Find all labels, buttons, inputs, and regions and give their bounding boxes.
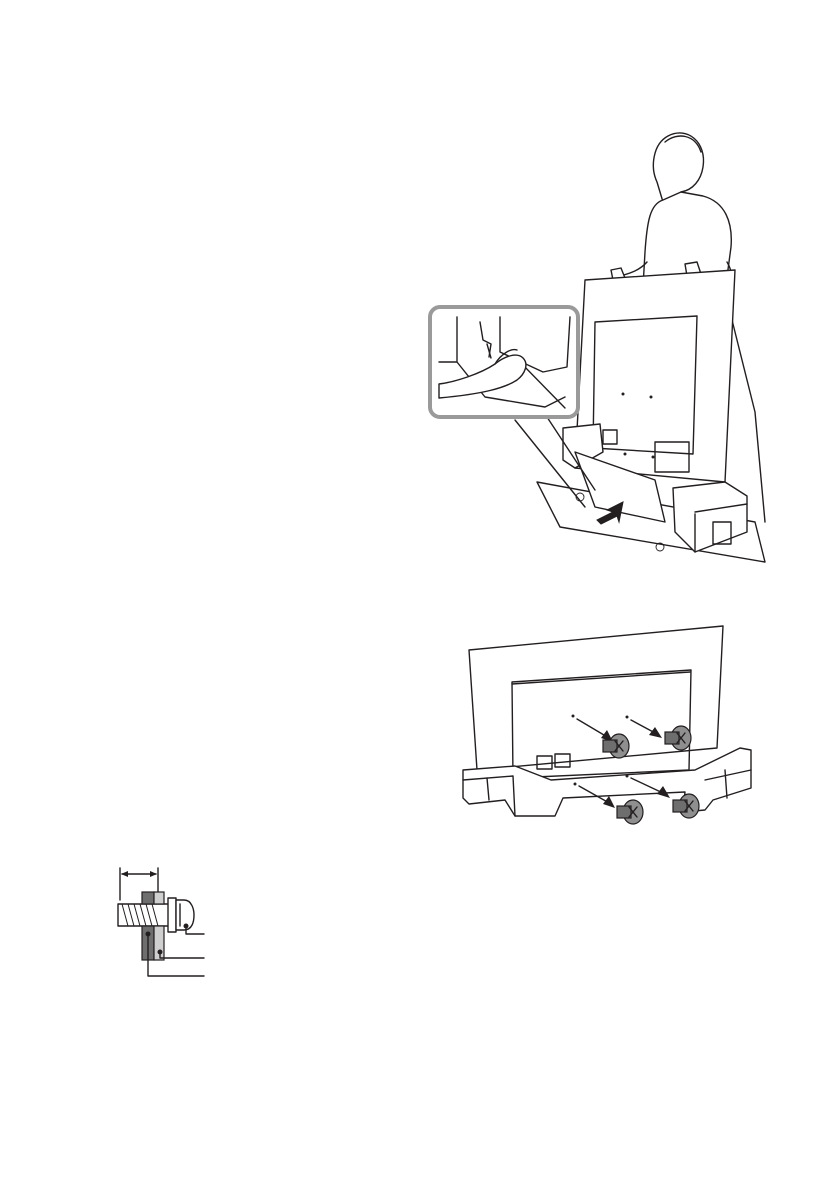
tv-unpacking-illustration xyxy=(425,112,785,592)
screw-length-diagram xyxy=(100,860,210,985)
inset-magnifier xyxy=(430,307,595,507)
screw-removal-illustration xyxy=(455,620,760,835)
